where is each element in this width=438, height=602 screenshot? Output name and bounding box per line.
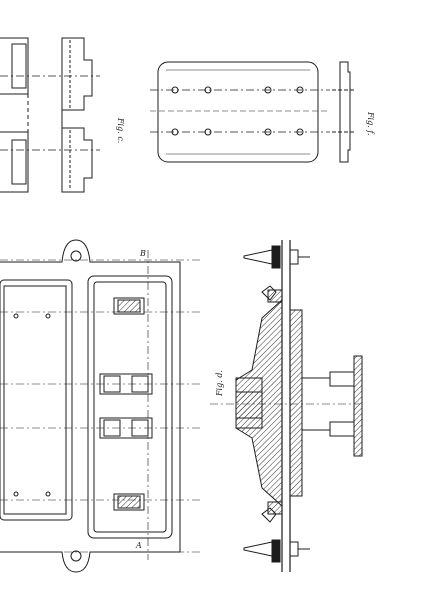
- fig-c-drawing: [0, 37, 100, 193]
- fig-d-drawing: [210, 240, 363, 572]
- fig-d-label: Fig. d.: [215, 370, 224, 397]
- plan-view-drawing: [0, 239, 200, 573]
- section-mark-top: B: [139, 249, 146, 258]
- fig-f-bolt-holes: [171, 86, 304, 136]
- fig-f-drawing: [150, 61, 356, 163]
- fig-f-label: Fig. f.: [366, 111, 375, 136]
- plan-view-shoes: [99, 297, 153, 511]
- fig-c-label: Fig. c.: [116, 117, 125, 143]
- section-mark-bottom: A: [135, 541, 142, 550]
